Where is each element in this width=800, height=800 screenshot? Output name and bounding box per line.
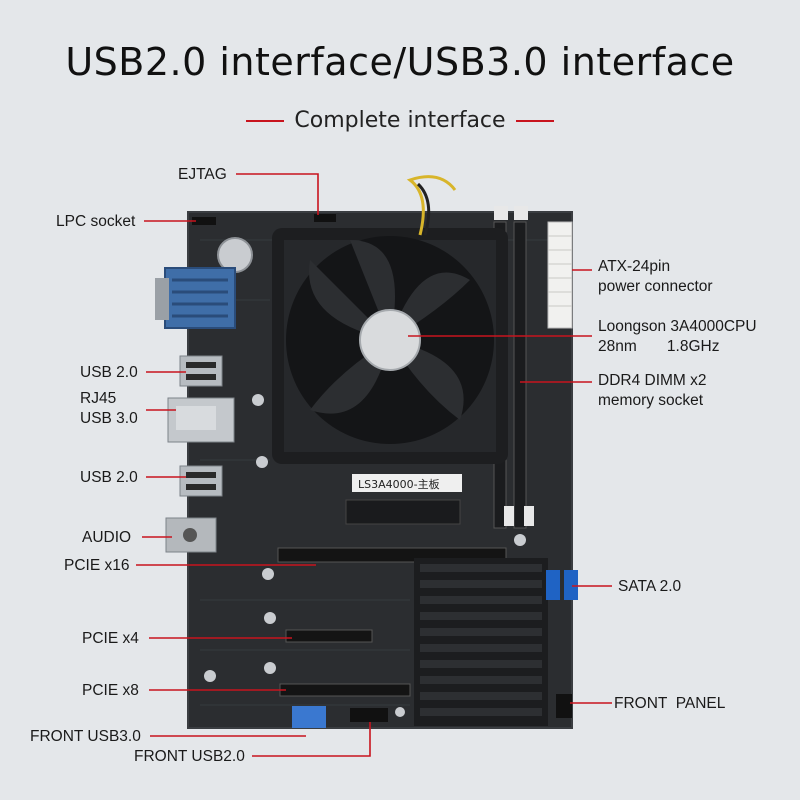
atx-24pin-connector bbox=[547, 221, 573, 329]
front-usb2-header bbox=[350, 708, 388, 722]
chip-sticker bbox=[352, 474, 462, 492]
front-usb3-header bbox=[292, 706, 326, 728]
label-front-usb3: FRONT USB3.0 bbox=[30, 728, 141, 745]
label-usb30: USB 3.0 bbox=[80, 410, 138, 427]
label-ejtag: EJTAG bbox=[178, 166, 227, 183]
label-cpu-line2: 28nm 1.8GHz bbox=[598, 338, 720, 355]
label-usb20-mid: USB 2.0 bbox=[80, 469, 138, 486]
fan-hub bbox=[359, 309, 421, 371]
sata-port-2 bbox=[564, 570, 578, 600]
label-ddr-line1: DDR4 DIMM x2 bbox=[598, 372, 707, 389]
lpc-header bbox=[192, 217, 216, 225]
pcie-x8-slot bbox=[279, 683, 411, 697]
label-ddr-line2: memory socket bbox=[598, 392, 704, 409]
vga-fins bbox=[172, 278, 228, 318]
page-title: USB2.0 interface/USB3.0 interface bbox=[65, 40, 735, 84]
subtitle-row: Complete interface bbox=[0, 108, 800, 133]
ejtag-header bbox=[314, 214, 336, 222]
label-usb20-top: USB 2.0 bbox=[80, 364, 138, 381]
dimm-slot-2 bbox=[513, 221, 527, 529]
label-cpu-line1: Loongson 3A4000CPU bbox=[598, 318, 757, 335]
subtitle-line-left bbox=[246, 119, 285, 122]
label-atx-line1: ATX-24pin bbox=[598, 258, 671, 275]
usb2-top-port bbox=[179, 355, 223, 387]
label-sata: SATA 2.0 bbox=[618, 578, 682, 595]
pcie-x4-slot bbox=[285, 629, 373, 643]
label-atx-line2: power connector bbox=[598, 278, 713, 295]
subtitle-line-right bbox=[515, 119, 554, 122]
vga-shell bbox=[155, 278, 169, 320]
label-pcie-x8: PCIE x8 bbox=[82, 682, 139, 699]
vga-connector bbox=[164, 267, 236, 329]
label-lpc-socket: LPC socket bbox=[56, 213, 136, 230]
sticker-label: LS3A4000-主板 bbox=[358, 477, 440, 491]
front-panel-header bbox=[556, 694, 572, 718]
label-pcie-x4: PCIE x4 bbox=[82, 630, 139, 647]
m2-slot bbox=[345, 499, 461, 525]
label-front-panel: FRONT PANEL bbox=[614, 695, 726, 712]
label-audio: AUDIO bbox=[82, 529, 132, 546]
heatsink-fins bbox=[420, 564, 542, 716]
label-front-usb2: FRONT USB2.0 bbox=[134, 748, 245, 765]
page-subtitle: Complete interface bbox=[294, 108, 506, 133]
usb2-mid-port bbox=[179, 465, 223, 497]
label-pcie-x16: PCIE x16 bbox=[64, 557, 130, 574]
sata-port-1 bbox=[546, 570, 560, 600]
label-rj45: RJ45 bbox=[80, 390, 117, 407]
capacitors bbox=[204, 394, 526, 717]
cmos-battery bbox=[217, 237, 253, 273]
